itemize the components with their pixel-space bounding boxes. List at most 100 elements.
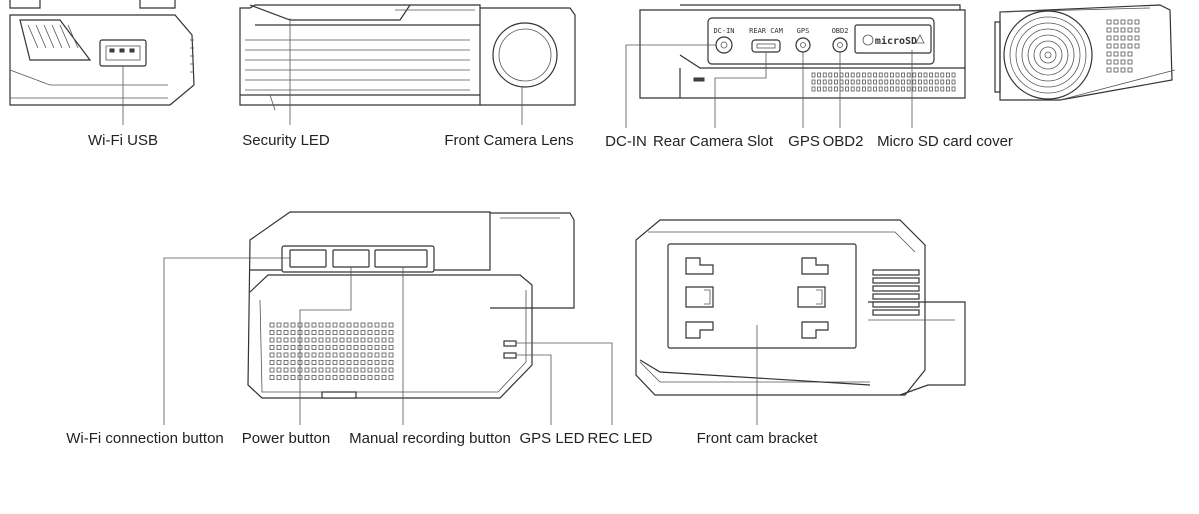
vent-slot xyxy=(325,322,331,328)
vent-slot xyxy=(367,337,373,343)
label-wifi-usb: Wi-Fi USB xyxy=(88,132,158,149)
vent-slot xyxy=(1113,67,1119,73)
vent-slot xyxy=(878,86,883,92)
vent-slot xyxy=(918,79,922,85)
vent-slot xyxy=(360,337,366,343)
vent-slot xyxy=(850,86,855,92)
bracket-slot-stack xyxy=(872,269,920,316)
vent-slot xyxy=(850,79,855,85)
vent-slot xyxy=(934,79,939,85)
obd2-mark: OBD2 xyxy=(832,27,849,35)
vent-slot xyxy=(1127,35,1133,41)
vent-slot xyxy=(817,86,821,92)
vent-slot xyxy=(290,345,296,350)
vent-slot xyxy=(276,360,282,365)
vent-slot xyxy=(1106,67,1112,73)
micro-sd-cover: microSD xyxy=(854,24,932,54)
vent-slot xyxy=(290,330,296,335)
vent-slot xyxy=(895,72,900,78)
vent-slot xyxy=(283,375,289,380)
vent-slot xyxy=(374,322,380,328)
label-wifi-connection-button: Wi-Fi connection button xyxy=(66,430,224,447)
vent-slot xyxy=(923,86,928,92)
vent-slot xyxy=(901,86,905,92)
side-view-usb xyxy=(9,0,195,106)
leader-lines xyxy=(122,18,913,425)
vent-slot xyxy=(290,337,296,343)
dc-in-mark: DC-IN xyxy=(713,27,734,35)
vent-slot xyxy=(290,360,296,365)
vent-slot xyxy=(283,352,289,358)
vent-slot xyxy=(346,337,352,343)
vent-slot xyxy=(946,79,950,85)
label-power-button: Power button xyxy=(242,430,330,447)
vent-slot xyxy=(912,72,917,78)
power-button[interactable] xyxy=(332,249,370,268)
vent-slot xyxy=(276,345,282,350)
vent-slot xyxy=(360,375,366,380)
label-manual-recording-button: Manual recording button xyxy=(349,430,511,447)
vent-slot xyxy=(374,345,380,350)
vent-slot xyxy=(283,322,289,328)
rear-camera-slot-port: REAR CAM xyxy=(749,27,783,53)
wifi-connection-button[interactable] xyxy=(289,249,327,268)
vent-slot xyxy=(353,330,359,335)
vent-slot xyxy=(873,86,877,92)
vent-slot xyxy=(283,367,289,373)
vent-slot xyxy=(381,367,387,373)
vent-slot xyxy=(1127,27,1133,33)
vent-slot xyxy=(822,72,827,78)
vent-slot xyxy=(325,352,331,358)
vent-slot xyxy=(878,79,883,85)
vent-slot xyxy=(1134,43,1140,49)
vent-slot xyxy=(1113,59,1119,65)
label-obd2: OBD2 xyxy=(823,133,864,150)
vent-slot xyxy=(828,72,833,78)
vent-slot xyxy=(850,72,855,78)
vent-slot xyxy=(934,72,939,78)
wifi-usb-port xyxy=(99,39,147,67)
vent-slot xyxy=(318,322,324,328)
vent-slot xyxy=(381,330,387,335)
button-side-view xyxy=(247,211,575,399)
vent-slot xyxy=(1120,27,1126,33)
vent-slot xyxy=(374,337,380,343)
label-gps: GPS xyxy=(788,133,820,150)
vent-slot xyxy=(884,72,889,78)
vent-slot xyxy=(940,72,945,78)
vent-slot xyxy=(353,337,359,343)
vent-slot xyxy=(940,86,945,92)
vent-slot xyxy=(304,337,310,343)
rear-cam-mark: REAR CAM xyxy=(749,27,783,35)
vent-slot xyxy=(318,352,324,358)
vent-slot xyxy=(1106,59,1112,65)
vent-slot xyxy=(1106,43,1112,49)
front-camera-lens xyxy=(492,22,558,88)
vent-slot xyxy=(923,72,928,78)
gps-port: GPS xyxy=(795,27,811,53)
vent-slot xyxy=(304,352,310,358)
vent-slot xyxy=(817,79,821,85)
vent-slot xyxy=(834,72,838,78)
vent-slot xyxy=(339,345,345,350)
vent-slot xyxy=(311,367,317,373)
vent-slot xyxy=(1106,51,1112,57)
vent-slot xyxy=(1120,19,1126,25)
vent-slot xyxy=(360,367,366,373)
vent-slot xyxy=(283,345,289,350)
vent-slot xyxy=(918,72,922,78)
vent-slot xyxy=(381,345,387,350)
gps-mark: GPS xyxy=(797,27,810,35)
vent-slot xyxy=(929,79,933,85)
vent-slot xyxy=(906,79,911,85)
vent-slot xyxy=(367,330,373,335)
bracket-slot xyxy=(872,277,920,284)
callout-labels: Wi-Fi USB Security LED Front Camera Lens… xyxy=(66,132,1013,447)
vent-slot xyxy=(367,360,373,365)
vent-slot xyxy=(839,72,844,78)
speaker-dot-grid xyxy=(269,322,394,380)
label-front-camera-lens: Front Camera Lens xyxy=(444,132,573,149)
manual-recording-button[interactable] xyxy=(374,249,428,268)
vent-slot xyxy=(283,330,289,335)
vent-slot xyxy=(946,86,950,92)
